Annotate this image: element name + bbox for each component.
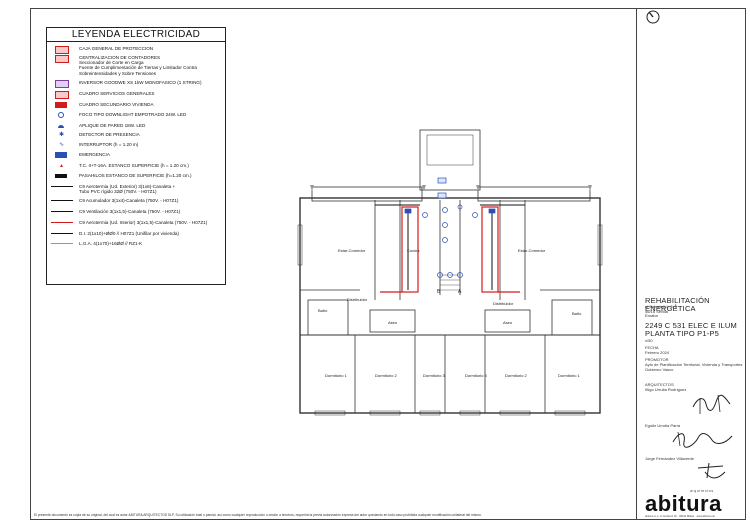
- legend-item-label: CUADRO SERVICIOS GENERALES: [79, 91, 155, 96]
- architect-3: Jorge Fernández Villaverde: [645, 456, 694, 461]
- copyright-footer: El presente documento es copia de su ori…: [34, 513, 482, 517]
- floor-plan: Estar-Comedor Estar-Comedor Cocina Baño …: [297, 129, 603, 416]
- legend-item-label: CENTRALIZACION DE CONTADORES Seccionador…: [79, 55, 197, 76]
- bath-left: [307, 299, 349, 336]
- architects-label: ARQUITECTOS: [645, 382, 674, 387]
- promoter-value: Ayto de Planificación Territorial, Vivie…: [645, 362, 743, 372]
- label-cocina: Cocina: [407, 248, 420, 253]
- legend-symbol-icon: [51, 186, 73, 187]
- plan-scale: x/50: [645, 338, 653, 343]
- label-aseo-right: Aseo: [503, 320, 513, 325]
- label-estar-right: Estar-Comedor: [518, 248, 546, 253]
- legend-item-label: FOCO TIPO DOWNLIGHT EMPOTRADO 24W. LED: [79, 112, 187, 117]
- legend-item-label: C9 Aerotermia (Ud. Interior) 3(1x1,5)-Ca…: [79, 220, 208, 225]
- signature-2: [672, 431, 733, 448]
- terrace-right: [477, 186, 591, 202]
- label-aseo-left: Aseo: [388, 320, 398, 325]
- company-logo: abitura: [645, 491, 722, 516]
- terrace-left: [311, 186, 423, 202]
- label-dorm2-right: Dormitorio 2: [505, 373, 528, 378]
- project-title: REHABILITACIÓN ENERGÉTICA: [645, 296, 710, 313]
- legend-item-label: DETECTOR DE PRESENCIA: [79, 132, 140, 137]
- plan-name: PLANTA TIPO P1-P5: [645, 329, 719, 338]
- label-bano-right: Baño: [572, 311, 582, 316]
- signature-3: [697, 462, 726, 479]
- legend-symbol-icon: ✱: [59, 132, 65, 138]
- label-dorm1-right: Dormitorio 1: [558, 373, 581, 378]
- label-bano-left: Baño: [318, 308, 328, 313]
- legend-title: LEYENDA ELECTRICIDAD: [47, 28, 225, 42]
- legend-symbol-icon: [55, 80, 69, 88]
- legend-item-label: CAJA GENERAL DE PROTECCION: [79, 46, 154, 51]
- architect-2: Egoitz Urrutia Parra: [645, 423, 681, 428]
- legend-symbol-icon: ∿: [59, 142, 65, 148]
- legend-item-label: INVERSOR GOODWE XS 1kW MONOFASICO (1 STR…: [79, 80, 202, 85]
- label-stair-b: B: [437, 289, 441, 295]
- riser-right: [481, 206, 499, 293]
- legend-item-label: C9 Acumulador 3(1x4)-Canaleta (750V. - H…: [79, 198, 179, 203]
- legend-item-label: PASAHILOS ESTANCO DE SUPERFICIE (h=1.20 …: [79, 173, 192, 178]
- legend-symbol-icon: [58, 112, 64, 118]
- legend-symbol-icon: [55, 152, 67, 158]
- legend-symbol-icon: [55, 91, 69, 99]
- north-arrow-icon: [646, 10, 660, 24]
- legend-item-label: L.G.A. 4(1x70)+16ØØ // RZ1-K: [79, 241, 143, 246]
- legend-box: LEYENDA ELECTRICIDAD CAJA GENERAL DE PRO…: [46, 27, 226, 285]
- legend-symbol-icon: ▲: [59, 163, 64, 169]
- legend-item-label: D.I. 2(1x10)+ØØ0 // H07Z1 (Unifilar por …: [79, 231, 179, 236]
- plan-code: 2249 C 531 ELEC E ILUM: [645, 321, 737, 330]
- legend-symbol-icon: [55, 174, 67, 178]
- legend-symbol-icon: [51, 233, 73, 234]
- stair-core: [419, 129, 481, 191]
- label-dorm2-left: Dormitorio 2: [375, 373, 398, 378]
- label-dorm3-right: Dormitorio 3: [465, 373, 488, 378]
- legend-symbol-icon: [51, 211, 73, 212]
- legend-symbol-icon: [51, 200, 73, 201]
- legend-symbol-icon: [55, 102, 67, 108]
- legend-item-label: C9 Aerotermia (Ud. Exterior) 3(1x6)-Cana…: [79, 184, 176, 195]
- bath-right: [551, 299, 593, 336]
- date-label: FECHA: [645, 345, 659, 350]
- date-value: Febrero 2024: [645, 350, 670, 355]
- legend-item-label: APLIQUE DE PARED 18W. LED: [79, 123, 146, 128]
- label-dorm1-left: Dormitorio 1: [325, 373, 348, 378]
- legend-symbol-icon: [51, 222, 73, 223]
- title-block-divider: [636, 8, 637, 520]
- architect-1: Iñigo Urrutia Rodríguez: [645, 387, 687, 392]
- label-stair-a: A: [458, 289, 462, 295]
- legend-item-label: T.C. II+T-16A. ESTANCO SUPERFICIE (h = 1…: [79, 163, 189, 168]
- legend-item-label: EMERGENCIA: [79, 152, 110, 157]
- signature-1: [692, 394, 731, 414]
- legend-item-label: INTERRUPTOR (h = 1.20 m): [79, 142, 139, 147]
- project-address: c/ Sabadell 1, 3, 5 46/16 Sevilla Emaba: [645, 304, 678, 319]
- legend-symbol-icon: [51, 243, 73, 244]
- legend-symbol-icon: [55, 55, 69, 63]
- legend-symbol-icon: [55, 46, 69, 54]
- legend-item-label: CUADRO SECUNDARIO VIVIENDA: [79, 102, 154, 107]
- label-dorm3-left: Dormitorio 3: [423, 373, 446, 378]
- riser-left: [401, 206, 419, 293]
- drawing-sheet: [30, 8, 746, 520]
- promoter-label: PROMOTOR: [645, 357, 669, 362]
- label-distribuidor-right: Distribuidor: [493, 301, 514, 306]
- label-distribuidor-left: Distribuidor: [347, 297, 368, 302]
- legend-item-label: C9 Ventilación 3(1x1,5)-Canaleta (750V. …: [79, 209, 181, 214]
- legend-symbol-icon: [58, 125, 64, 128]
- logo-subtitle: arquitectos: [690, 489, 714, 493]
- building-outline: [299, 197, 601, 414]
- label-estar-left: Estar-Comedor: [338, 248, 366, 253]
- logo-footer: abitura s.l.p. c/ Gordoniz 36 · 48012 Bi…: [645, 515, 715, 518]
